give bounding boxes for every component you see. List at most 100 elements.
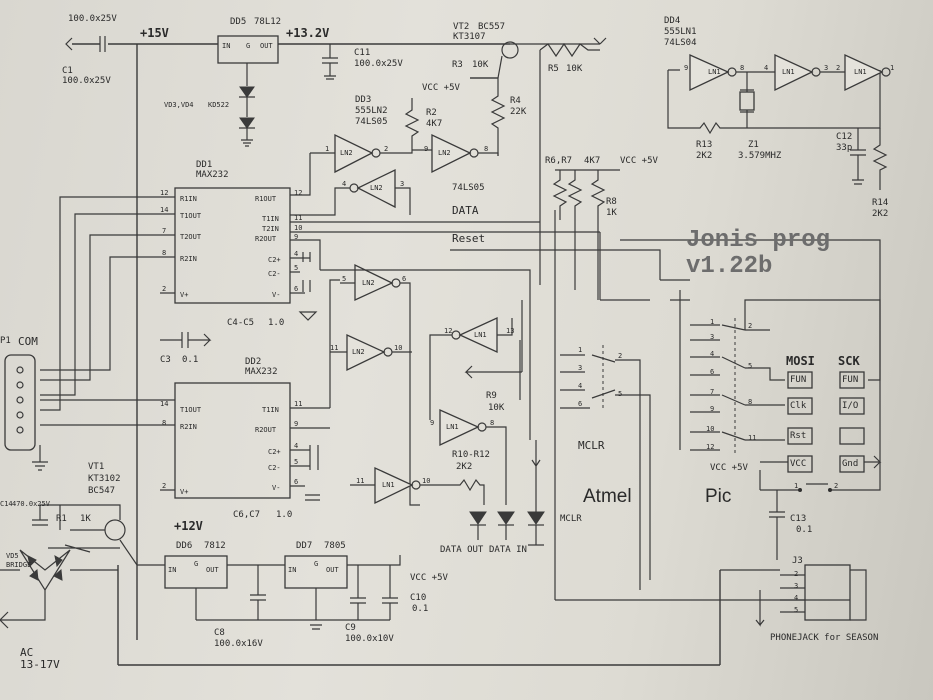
c6c7-value: 1.0: [276, 510, 293, 520]
vd3-diode: [239, 86, 255, 98]
dd1-pin-label: T2IN: [262, 225, 279, 233]
pin-number: 2: [836, 64, 841, 72]
r3-value: 10K: [472, 60, 489, 70]
signal-mclr: MCLR: [578, 439, 605, 452]
dd2-pin-label: V-: [272, 484, 281, 492]
dd5-regulator-box: [217, 35, 279, 64]
pin-number: 9: [710, 405, 715, 413]
pin-number: 10: [294, 224, 303, 232]
pin-number: 10: [394, 344, 403, 352]
dd1-ref: DD1: [196, 160, 213, 170]
r2-value: 4K7: [426, 119, 443, 129]
dd5-pin-label: IN: [222, 42, 231, 50]
c1-top-value: 100.0x25V: [68, 14, 117, 24]
pin-number: 1: [794, 482, 799, 490]
switch-box-empty: [839, 427, 865, 445]
dd4-part: 555LN1: [664, 27, 697, 37]
c12-ref: C12: [836, 132, 853, 142]
pin-number: 4: [294, 442, 299, 450]
signal-data-out: DATA OUT: [440, 545, 484, 555]
pin-number: 6: [578, 400, 583, 408]
pin-number: 6: [710, 368, 715, 376]
vcc-label-dd7: VCC +5V: [410, 573, 448, 583]
dd2-pin-label: T1IN: [262, 406, 279, 414]
c4c5-ref: C4-C5: [227, 318, 255, 328]
vt1-ref: VT1: [88, 462, 105, 472]
c13-ref: C13: [790, 514, 807, 524]
pin-number: 12: [294, 189, 303, 197]
c11-ref: C11: [354, 48, 371, 58]
pin-number: 3: [400, 180, 405, 188]
switch-box-gnd-label: Gnd: [842, 459, 859, 469]
gate-ln1-a-label: LN1: [474, 331, 487, 339]
dd1-pin-label: C2-: [268, 270, 281, 278]
pin-number: 12: [160, 189, 169, 197]
c10-ref: C10: [410, 593, 427, 603]
dd3-gate-b: [431, 133, 472, 174]
pin-number: 10: [422, 477, 431, 485]
pin-number: 5: [342, 275, 347, 283]
switch-box-fun-right: [839, 371, 865, 389]
r5-ref: R5: [548, 64, 559, 74]
c6c7-ref: C6,C7: [233, 510, 261, 520]
gate-ln1-c-label: LN1: [382, 481, 395, 489]
pin-number: 2: [618, 352, 623, 360]
pin-number: 9: [294, 420, 299, 428]
pin-number: 2: [794, 570, 799, 578]
pin-number: 5: [294, 264, 299, 272]
pin-number: 7: [710, 388, 715, 396]
signal-data-in: DATA IN: [489, 545, 527, 555]
dd6-ref: DD6: [176, 541, 193, 551]
r13-value: 2K2: [696, 151, 713, 161]
switch-box-fun-left: [787, 371, 813, 389]
pin-number: 5: [294, 458, 299, 466]
dd2-pin-label: C2-: [268, 464, 281, 472]
dd4-ref: DD4: [664, 16, 681, 26]
dd7-ref: DD7: [296, 541, 313, 551]
pin-number: 1: [890, 64, 895, 72]
dd3-ref: DD3: [355, 95, 372, 105]
pin-number: 5: [748, 362, 753, 370]
gate-ln2-mid-label: LN2: [362, 279, 375, 287]
dd5-ref: DD5: [230, 17, 247, 27]
signal-data: DATA: [452, 204, 479, 217]
dd2-ref: DD2: [245, 357, 262, 367]
vd4-diode: [239, 117, 255, 129]
vt1-part1: KT3102: [88, 474, 121, 484]
pin-number: 11: [294, 400, 303, 408]
pin-number: 14: [160, 400, 169, 408]
vd3vd4-ref: VD3,VD4: [164, 101, 194, 109]
c4c5-value: 1.0: [268, 318, 285, 328]
c3-value: 0.1: [182, 355, 199, 365]
pin-number: 3: [710, 333, 715, 341]
switch-box-fun-right-label: FUN: [842, 375, 859, 385]
atmel-label: Atmel: [583, 486, 632, 507]
pin-number: 1: [578, 346, 583, 354]
gate-ln1-b: [439, 408, 480, 447]
switch-box-rst-label: Rst: [790, 431, 807, 441]
pin-number: 4: [578, 382, 583, 390]
dd6-pin-label: OUT: [206, 566, 219, 574]
c9-value: 100.0x10V: [345, 634, 394, 644]
vcc-label-r2: VCC +5V: [422, 83, 460, 93]
pin-number: 8: [740, 64, 745, 72]
dd2-pin-label: R2OUT: [255, 426, 277, 434]
c9-ref: C9: [345, 623, 356, 633]
pin-number: 4: [794, 594, 799, 602]
c11-value: 100.0x25V: [354, 59, 403, 69]
vt2-part1: BC557: [478, 22, 506, 32]
com-connector: [4, 354, 36, 451]
pin-number: 2: [748, 322, 753, 330]
pin-number: 4: [710, 350, 715, 358]
pin-number: 9: [684, 64, 689, 72]
z1-ref: Z1: [748, 140, 759, 150]
pin-number: 13: [506, 327, 515, 335]
c14-value: 470.0x25V: [12, 500, 50, 508]
dd1-pin-label: V-: [272, 291, 281, 299]
dd7-pin-label: IN: [288, 566, 297, 574]
dd1-pin-label: R1IN: [180, 195, 197, 203]
pin-number: 7: [162, 227, 167, 235]
pic-label: Pic: [705, 486, 732, 507]
pin-number: 2: [384, 145, 389, 153]
